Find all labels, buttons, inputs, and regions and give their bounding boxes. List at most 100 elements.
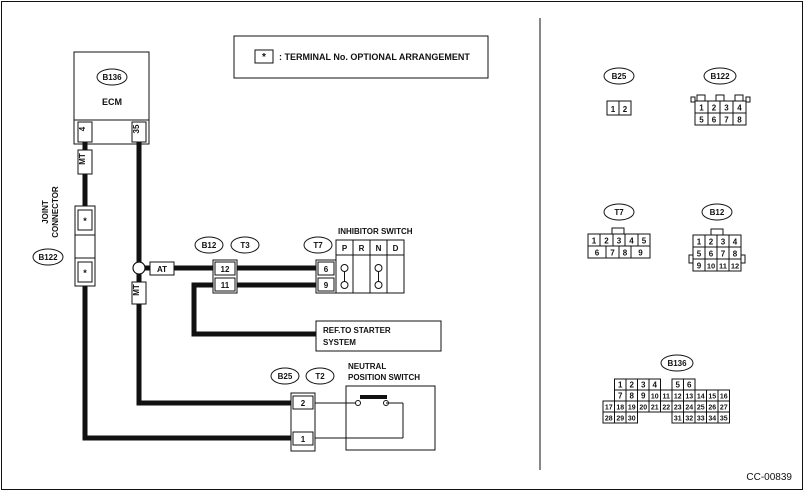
starter-ref-box: REF.TO STARTER SYSTEM: [315, 320, 442, 352]
inhibitor-title: INHIBITOR SWITCH: [338, 227, 413, 236]
svg-text:4: 4: [733, 238, 738, 247]
svg-text:3: 3: [617, 237, 622, 246]
b136-pin-label: 13: [685, 394, 693, 401]
connector-t7: T7 1 2 3 4 5 6 7 8 9: [587, 203, 651, 259]
b136-pin-label: 30: [628, 416, 636, 423]
joint-id: B122: [38, 253, 58, 262]
wire-tag-mt-lower: MT: [131, 281, 147, 305]
b136-pin-label: 33: [697, 416, 705, 423]
b12-pin-12: 12: [221, 265, 230, 274]
b136-pin-label: 8: [630, 392, 635, 401]
joint-connector: JOINT CONNECTOR B122 * *: [32, 186, 96, 287]
b136-pin-label: 26: [708, 405, 716, 412]
b136-pin-label: 21: [651, 405, 659, 412]
pos-p: P: [342, 244, 348, 253]
b136-pin-label: 10: [651, 394, 659, 401]
b136-pin-cell: [625, 411, 638, 424]
joint-pin-top: *: [83, 216, 87, 226]
b136-pin-label: 16: [720, 394, 728, 401]
svg-text:6: 6: [595, 249, 600, 258]
b136-pin-label: 35: [720, 416, 728, 423]
legend-symbol: *: [262, 52, 266, 63]
b136-pin-label: 18: [616, 405, 624, 412]
svg-text:6: 6: [712, 116, 717, 125]
starter-ref-2: SYSTEM: [323, 338, 356, 347]
wire-tag-at: AT: [149, 261, 175, 276]
b136-pin-label: 1: [618, 381, 623, 390]
neutral-position-switch: B25 T2 NEUTRAL POSITION SWITCH 2 1: [270, 362, 436, 452]
svg-text:9: 9: [638, 249, 643, 258]
ecm-id: B136: [102, 73, 122, 82]
b136-pin-label: 20: [639, 405, 647, 412]
svg-text:AT: AT: [157, 265, 167, 274]
svg-text:1: 1: [699, 104, 704, 113]
neutral-title-1: NEUTRAL: [348, 362, 386, 371]
t3-id: T3: [240, 241, 250, 250]
svg-text:7: 7: [724, 116, 729, 125]
neutral-title-2: POSITION SWITCH: [348, 373, 420, 382]
joint-label-1: JOINT: [41, 200, 50, 224]
b136-pin-label: 5: [676, 381, 681, 390]
b12-t3-connector: B12 T3 12 11: [194, 236, 260, 294]
b136-pin-cell: [717, 411, 730, 424]
b136-pin-label: 11: [663, 394, 671, 401]
pos-d: D: [393, 244, 399, 253]
t7-pin-9: 9: [324, 281, 329, 290]
b136-pin-label: 28: [605, 416, 613, 423]
b136-pin-label: 22: [662, 405, 670, 412]
svg-text:8: 8: [623, 249, 628, 258]
b136-pin-label: 15: [708, 394, 716, 401]
b136-pin-label: 12: [674, 394, 682, 401]
b136-pin-label: 29: [616, 416, 624, 423]
b136-pin-label: 23: [674, 405, 682, 412]
figure-code: CC-00839: [746, 472, 792, 483]
svg-text:1: 1: [697, 238, 702, 247]
t2-id: T2: [315, 372, 325, 381]
b25-face-id: B25: [612, 72, 627, 81]
b136-pin-label: 34: [708, 416, 716, 423]
svg-text:11: 11: [719, 262, 727, 271]
svg-text:1: 1: [592, 237, 597, 246]
svg-text:3: 3: [721, 238, 726, 247]
pos-r: R: [359, 244, 365, 253]
pos-n: N: [376, 244, 382, 253]
b136-pin-label: 19: [628, 405, 636, 412]
svg-text:3: 3: [724, 104, 729, 113]
b25-pin-2: 2: [301, 399, 306, 408]
connector-b122: B122 1 2 3 4 5 6 7 8: [690, 67, 751, 126]
ecm-block: B136 ECM 4 35: [73, 51, 150, 145]
svg-text:5: 5: [642, 237, 647, 246]
b136-pin-label: 9: [641, 392, 646, 401]
b136-pin-label: 2: [630, 381, 635, 390]
inhibitor-switch: T7 INHIBITOR SWITCH 6 9 P R N D: [303, 227, 413, 294]
svg-text:MT: MT: [78, 153, 87, 165]
svg-text:2: 2: [604, 237, 609, 246]
svg-text:12: 12: [731, 262, 739, 271]
b136-pin-label: 32: [685, 416, 693, 423]
svg-text:10: 10: [707, 262, 715, 271]
b25-pin-1: 1: [301, 435, 306, 444]
b136-pin-label: 7: [618, 392, 623, 401]
legend: * : TERMINAL No. OPTIONAL ARRANGEMENT: [233, 35, 489, 79]
joint-label-2: CONNECTOR: [51, 186, 60, 238]
b136-pin-label: 3: [641, 381, 646, 390]
svg-text:5: 5: [699, 116, 704, 125]
ecm-pin-4: 4: [78, 126, 87, 131]
svg-text:2: 2: [709, 238, 714, 247]
b122-face-id: B122: [710, 72, 730, 81]
svg-text:1: 1: [611, 105, 616, 114]
wires: [82, 141, 321, 441]
b25-id: B25: [278, 372, 293, 381]
svg-text:5: 5: [697, 250, 702, 259]
svg-text:7: 7: [610, 249, 615, 258]
splice-point: [132, 261, 146, 275]
b136-pin-label: 6: [687, 381, 692, 390]
b136-pin-label: 17: [605, 405, 613, 412]
svg-text:MT: MT: [132, 284, 141, 296]
b136-pin-label: 4: [653, 381, 658, 390]
b12-id: B12: [202, 241, 217, 250]
